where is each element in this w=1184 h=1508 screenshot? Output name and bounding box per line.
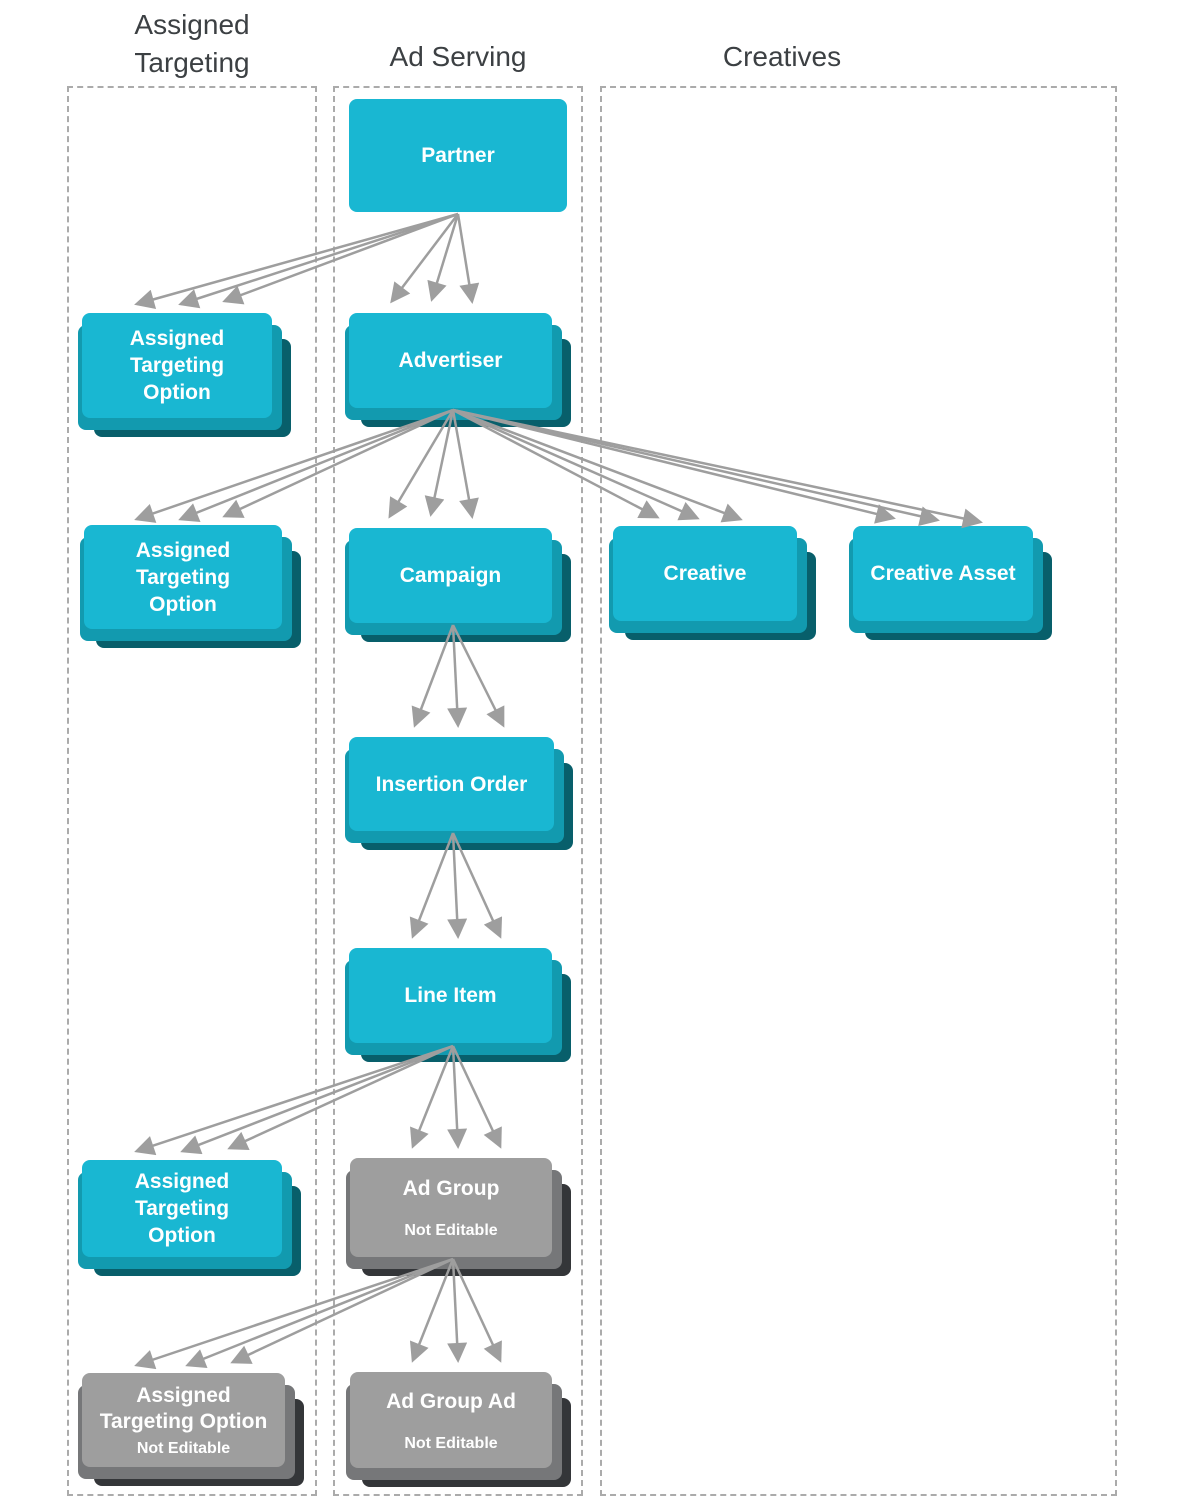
- node-label: Ad Group: [403, 1175, 500, 1202]
- node-label-line: Campaign: [399, 564, 502, 587]
- node-label-line: Advertiser: [398, 349, 503, 372]
- node-label: Partner: [421, 142, 495, 169]
- node-sublabel: Not Editable: [404, 1222, 498, 1239]
- column-header-line: Assigned: [134, 9, 250, 40]
- node-label-line: Line Item: [404, 984, 497, 1007]
- column-header-creatives: Creatives: [600, 38, 964, 76]
- node-line-item: Line Item: [345, 948, 571, 1062]
- node-label: Campaign: [400, 562, 502, 589]
- node-sublabel: Not Editable: [404, 1434, 498, 1452]
- node-label-line: Partner: [421, 144, 495, 167]
- node-label-line: Targeting: [135, 565, 231, 589]
- node-label: Advertiser: [399, 347, 503, 374]
- node-label-line: Option: [149, 592, 217, 616]
- node-label-line: Assigned: [129, 327, 225, 350]
- node-label-line: Ad Group Ad: [386, 1389, 516, 1413]
- node-label-line: Insertion Order: [375, 772, 528, 796]
- node-label-line: Option: [148, 1224, 216, 1247]
- node-label: Insertion Order: [376, 771, 528, 798]
- node-label-line: Creative: [663, 562, 747, 585]
- node-label: Line Item: [404, 982, 496, 1009]
- node-label: Ad Group Ad: [386, 1388, 516, 1415]
- column-header-line: Ad Serving: [389, 41, 527, 72]
- node-label-line: Option: [143, 381, 211, 404]
- node-label: Creative: [664, 560, 747, 587]
- node-label-line: Targeting: [129, 354, 225, 377]
- node-label-line: Assigned: [134, 1170, 230, 1193]
- node-ad-group-ad: Ad Group Ad Not Editable: [346, 1372, 571, 1487]
- column-header-line: Targeting: [134, 47, 250, 78]
- node-creative: Creative: [609, 526, 816, 640]
- node-insertion-order: Insertion Order: [345, 737, 573, 850]
- node-advertiser: Advertiser: [345, 313, 571, 427]
- node-label-line: Targeting Option: [99, 1409, 268, 1433]
- node-label-line: Creative Asset: [870, 562, 1016, 585]
- node-label-line: Ad Group: [402, 1177, 500, 1200]
- node-label-line: Targeting: [134, 1197, 230, 1220]
- node-partner: Partner: [349, 99, 567, 212]
- node-campaign: Campaign: [345, 528, 571, 642]
- column-assigned-targeting: [67, 86, 317, 1496]
- column-header-ad-serving: Ad Serving: [333, 38, 583, 76]
- column-creatives: [600, 86, 1117, 1496]
- node-label-line: Assigned: [136, 1383, 231, 1407]
- node-creative-asset: Creative Asset: [849, 526, 1052, 640]
- node-label: Creative Asset: [870, 560, 1015, 587]
- column-ad-serving: [333, 86, 583, 1496]
- node-label-line: Assigned: [135, 538, 231, 562]
- column-header-line: Creatives: [722, 41, 842, 72]
- node-sublabel: Not Editable: [136, 1439, 231, 1457]
